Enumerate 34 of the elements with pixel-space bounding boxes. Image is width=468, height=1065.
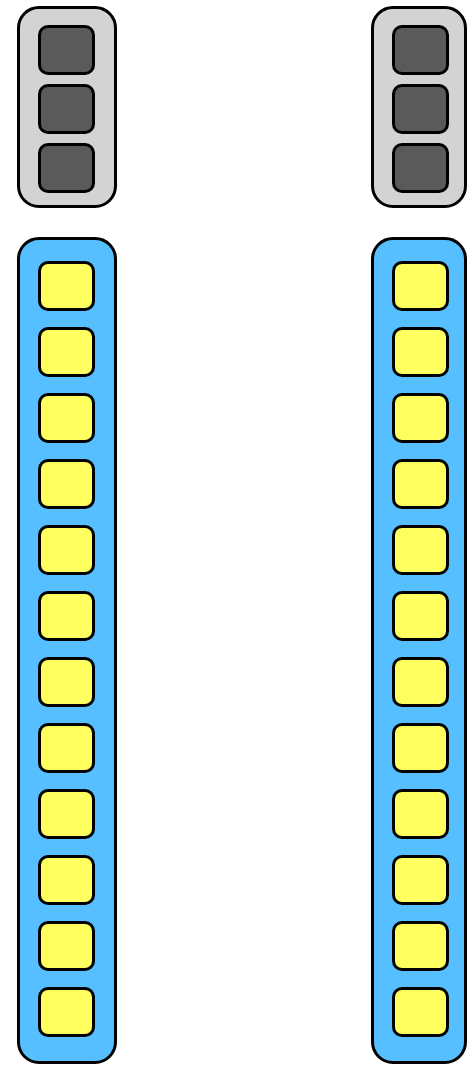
block	[38, 25, 95, 75]
block	[392, 84, 449, 134]
block	[392, 327, 449, 377]
block	[392, 987, 449, 1037]
block	[38, 855, 95, 905]
block	[38, 459, 95, 509]
block	[38, 723, 95, 773]
block	[38, 987, 95, 1037]
block	[392, 261, 449, 311]
block	[392, 657, 449, 707]
block	[38, 393, 95, 443]
tray-panel	[371, 6, 467, 208]
block	[38, 657, 95, 707]
block	[38, 525, 95, 575]
block	[392, 723, 449, 773]
block	[38, 921, 95, 971]
block	[38, 327, 95, 377]
block	[392, 525, 449, 575]
block	[392, 591, 449, 641]
column-panel	[17, 237, 117, 1064]
block	[38, 591, 95, 641]
block	[392, 459, 449, 509]
block	[392, 789, 449, 839]
block	[38, 789, 95, 839]
tray-panel	[17, 6, 117, 208]
block	[392, 25, 449, 75]
block	[392, 921, 449, 971]
block	[38, 261, 95, 311]
block	[392, 143, 449, 193]
block	[392, 855, 449, 905]
block	[392, 393, 449, 443]
column-panel	[371, 237, 467, 1064]
block	[38, 143, 95, 193]
block	[38, 84, 95, 134]
